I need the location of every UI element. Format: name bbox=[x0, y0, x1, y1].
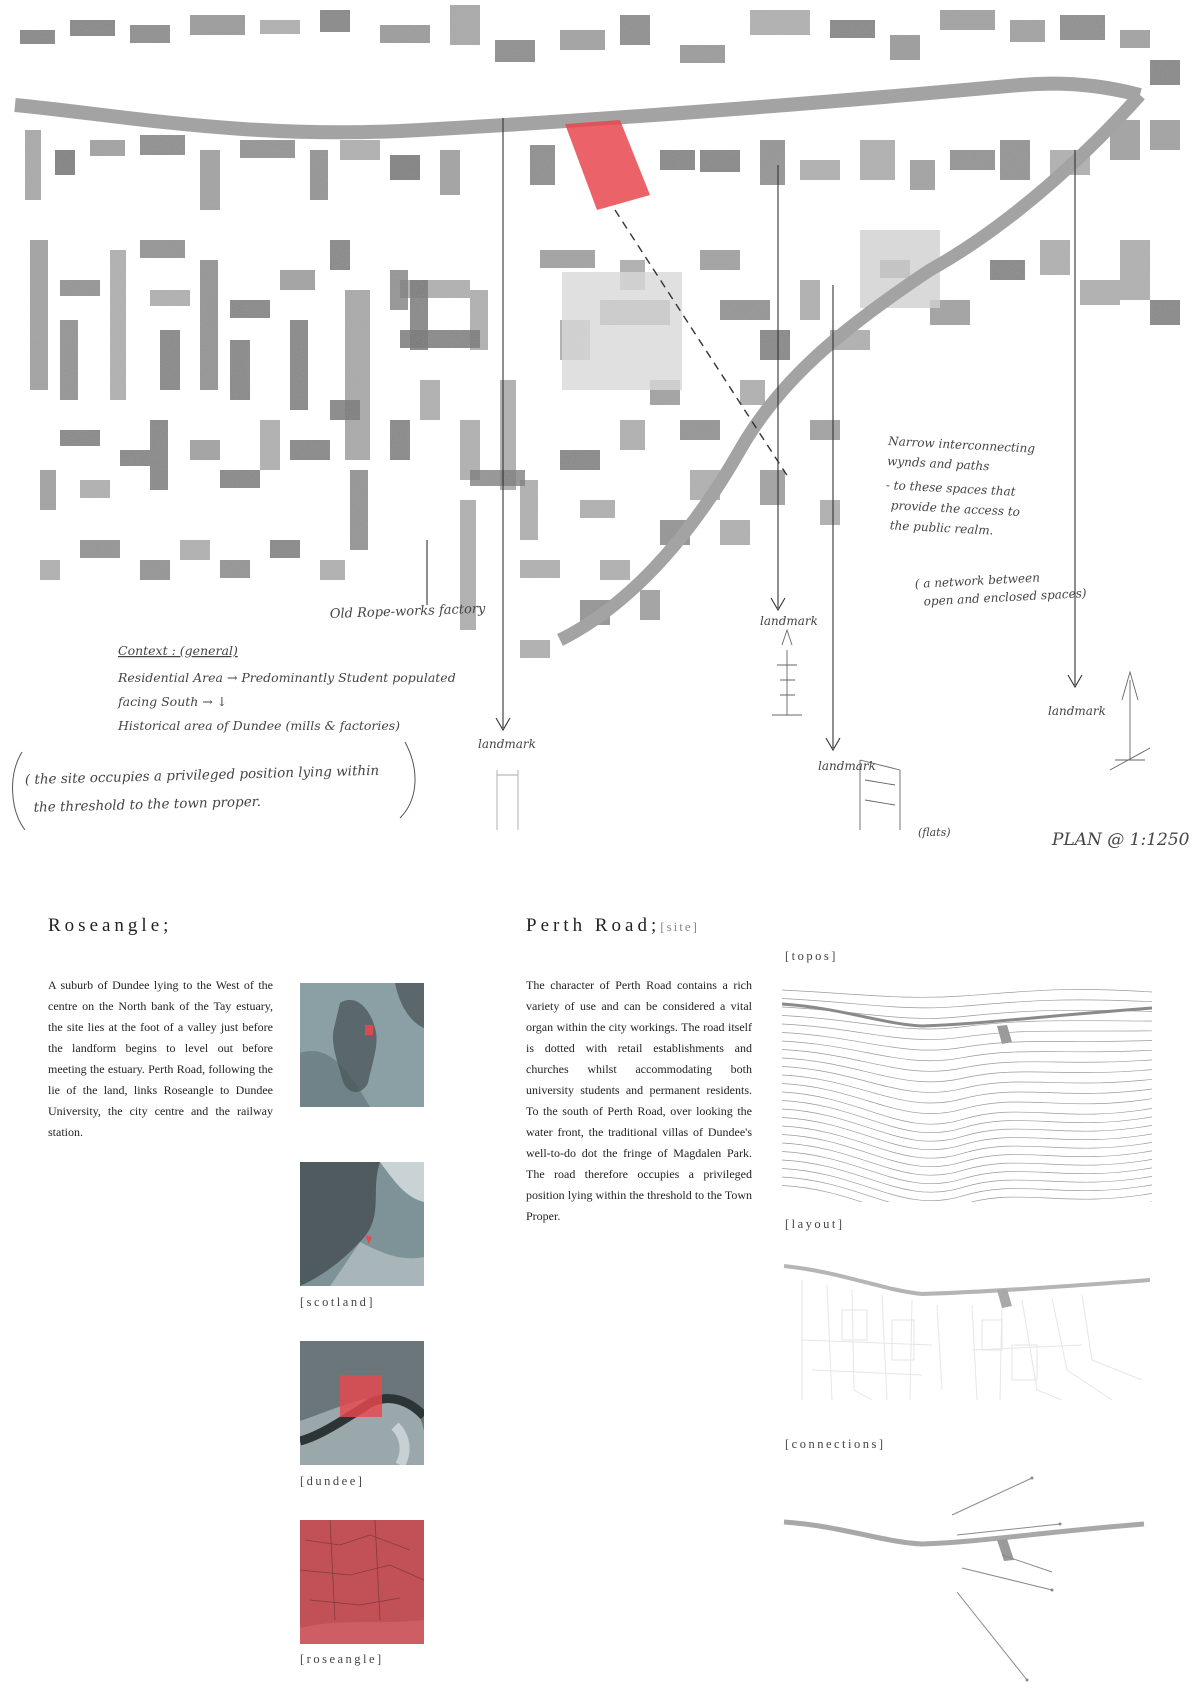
map-roseangle-tile bbox=[300, 1520, 424, 1644]
perth-road-title: Perth Road;[site] bbox=[526, 915, 699, 936]
map-dundee-tile bbox=[300, 1341, 424, 1465]
note-narrow-1: Narrow interconnecting bbox=[887, 434, 1036, 456]
svg-text:landmark landmark land: landmark landmark landmark landmark bbox=[478, 614, 1106, 773]
site-highlight bbox=[565, 120, 650, 210]
site-axis-dashed bbox=[614, 209, 791, 481]
map-scotland-tile bbox=[300, 1162, 424, 1286]
plan-scale-label: PLAN @ 1:1250 bbox=[1051, 830, 1190, 850]
roseangle-title: Roseangle; bbox=[48, 915, 173, 936]
perth-road-subtitle: [site] bbox=[660, 919, 699, 934]
svg-text:Context : (general) Reside: Context : (general) Residential Area → P… bbox=[117, 643, 460, 733]
connections-diagram bbox=[783, 1476, 1145, 1682]
perth-road bbox=[14, 76, 1142, 140]
note-context-1: Context : (general) bbox=[118, 643, 238, 658]
note-network-2: open and enclosed spaces) bbox=[923, 586, 1087, 609]
caption-scotland: [scotland] bbox=[300, 1295, 375, 1309]
caption-dundee: [dundee] bbox=[300, 1474, 365, 1488]
topography-diagram bbox=[782, 989, 1152, 1202]
site-note-bracket bbox=[399, 741, 416, 819]
layout-diagram bbox=[783, 1264, 1151, 1401]
landmark-label: landmark bbox=[1048, 704, 1106, 718]
topos-perth-road bbox=[782, 1002, 1152, 1028]
note-old-factory: Old Rope-works factory bbox=[330, 602, 487, 622]
layout-perth-road bbox=[783, 1264, 1151, 1297]
note-context-4: Historical area of Dundee (mills & facto… bbox=[117, 718, 400, 733]
perth-road-body: The character of Perth Road contains a r… bbox=[526, 978, 752, 1223]
caption-layout: [layout] bbox=[785, 1217, 845, 1231]
note-context-2: Residential Area → Predominantly Student… bbox=[117, 670, 456, 685]
connection-lines bbox=[951, 1477, 1061, 1681]
svg-text:Narrow interconnecting wyn: Narrow interconnecting wynds and paths -… bbox=[882, 434, 1039, 540]
connections-perth-road bbox=[783, 1519, 1145, 1547]
topos-site-marker bbox=[997, 1025, 1012, 1044]
landmark-label: landmark bbox=[760, 614, 818, 628]
map-uk-tile bbox=[300, 983, 424, 1107]
diagonal-road bbox=[557, 90, 1145, 646]
svg-text:( the site occupies a privileg: ( the site occupies a privileged positio… bbox=[25, 763, 385, 816]
landmark-arrows bbox=[495, 597, 1083, 752]
note-narrow-5: the public realm. bbox=[889, 518, 993, 537]
landmark-label: landmark bbox=[818, 759, 876, 773]
note-narrow-2: wynds and paths bbox=[887, 454, 990, 473]
landmark-leaders bbox=[426, 118, 1076, 748]
svg-text:Old Rope-works factory: Old Rope-works factory bbox=[330, 602, 487, 622]
open-space bbox=[562, 272, 682, 390]
connections-site-marker bbox=[997, 1539, 1014, 1561]
landmark-label: landmark bbox=[478, 737, 536, 751]
note-narrow-3: - to these spaces that bbox=[886, 478, 1017, 499]
note-flats: (flats) bbox=[918, 826, 951, 839]
landmark-sketches bbox=[496, 628, 1151, 830]
note-site-1: ( the site occupies a privileged positio… bbox=[25, 763, 380, 788]
caption-connections: [connections] bbox=[785, 1437, 886, 1451]
note-site-2: the threshold to the town proper. bbox=[33, 794, 261, 816]
layout-site-marker bbox=[997, 1289, 1012, 1308]
note-network-1: ( a network between bbox=[914, 570, 1040, 591]
site-plan-drawing: Old Rope-works factory landmark landmark… bbox=[12, 5, 1190, 850]
caption-roseangle: [roseangle] bbox=[300, 1652, 384, 1666]
roseangle-body: A suburb of Dundee lying to the West of … bbox=[48, 978, 273, 1139]
caption-topos: [topos] bbox=[785, 949, 838, 963]
note-context-3: facing South → ↓ bbox=[117, 694, 227, 709]
site-note-bracket bbox=[12, 751, 26, 831]
svg-text:( a network between open a: ( a network between open and enclosed sp… bbox=[914, 568, 1087, 609]
building-blocks bbox=[20, 5, 1180, 658]
note-narrow-4: provide the access to bbox=[890, 498, 1020, 519]
